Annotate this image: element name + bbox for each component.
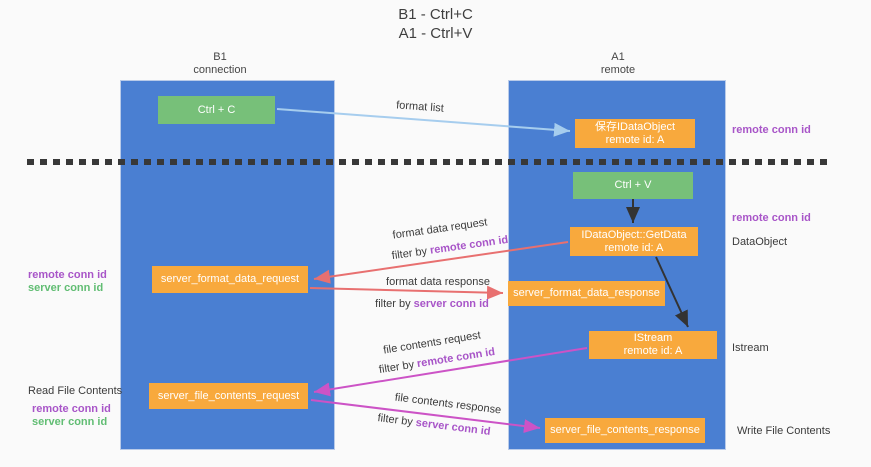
annotation-remote-conn-id-left-mid: remote conn id (28, 269, 107, 281)
save-idataobject-line2: remote id: A (605, 133, 665, 146)
annotation-read-file-contents: Read File Contents (28, 385, 123, 397)
server-file-contents-response-node: server_file_contents_response (545, 418, 705, 443)
server-file-contents-request-label: server_file_contents_request (157, 389, 300, 402)
file-contents-request-arrow (313, 347, 588, 397)
server-file-contents-request-node: server_file_contents_request (149, 383, 308, 409)
ctrl-c-label: Ctrl + C (197, 103, 236, 116)
istream-node: IStream remote id: A (589, 331, 717, 359)
left-column-header: B1 connection (150, 51, 290, 77)
save-idataobject-line1: 保存IDataObject (594, 120, 676, 133)
ctrl-v-label: Ctrl + V (614, 179, 652, 191)
format-list-arrow (276, 108, 571, 137)
right-column-role: remote (600, 64, 636, 76)
diagram-title-line1: B1 - Ctrl+C (398, 6, 473, 23)
diagram-title: B1 - Ctrl+C A1 - Ctrl+V (0, 5, 871, 43)
annotation-remote-conn-id-top: remote conn id (732, 124, 811, 136)
istream-line2: remote id: A (623, 345, 683, 357)
right-column-name: A1 (611, 51, 625, 63)
annotation-server-conn-id-left-bottom: server conn id (32, 416, 108, 428)
ctrl-c-node: Ctrl + C (158, 96, 275, 124)
server-file-contents-response-label: server_file_contents_response (550, 424, 700, 436)
istream-line1: IStream (633, 332, 673, 344)
copy-paste-divider-dashed-line (27, 159, 832, 165)
server-format-data-response-label: server_format_data_response (513, 287, 660, 299)
format-data-response-label: format data response (386, 276, 490, 288)
annotation-remote-conn-id-mid: remote conn id (732, 212, 811, 224)
annotation-istream: Istream (732, 342, 769, 354)
format-data-response-filter-label: filter by server conn id (375, 298, 489, 310)
annotation-server-conn-id-left-mid: server conn id (28, 282, 104, 294)
annotation-write-file-contents: Write File Contents (737, 425, 831, 437)
format-data-response-arrow (309, 285, 504, 300)
annotation-dataobject: DataObject (732, 236, 788, 248)
idataobject-getdata-line2: remote id: A (604, 241, 664, 254)
diagram-title-line2: A1 - Ctrl+V (398, 25, 473, 42)
getdata-to-istream-arrow (655, 256, 689, 328)
server-format-data-request-label: server_format_data_request (160, 273, 300, 285)
idataobject-getdata-line1: IDataObject::GetData (581, 228, 687, 241)
left-column-role: connection (193, 64, 247, 76)
format-data-request-arrow (313, 241, 569, 284)
server-format-data-response-node: server_format_data_response (508, 281, 665, 306)
right-column-header: A1 remote (548, 51, 688, 77)
idataobject-getdata-node: IDataObject::GetData remote id: A (570, 227, 698, 256)
server-format-data-request-node: server_format_data_request (152, 266, 308, 293)
annotation-remote-conn-id-left-bottom: remote conn id (32, 403, 111, 415)
ctrl-v-node: Ctrl + V (573, 172, 693, 199)
save-idataobject-node: 保存IDataObject remote id: A (575, 119, 695, 148)
left-column-name: B1 (213, 51, 227, 63)
file-contents-response-arrow (310, 399, 541, 434)
